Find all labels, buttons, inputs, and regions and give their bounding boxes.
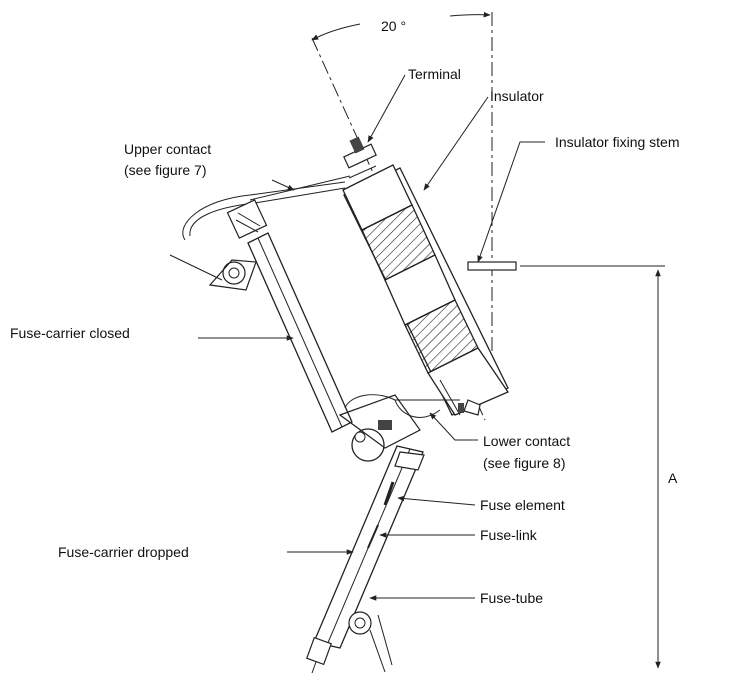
fuse-link-mark [367, 524, 379, 549]
insulator-fixing-stem-leader [477, 141, 545, 263]
angle-arc [311, 23, 361, 41]
insulator [342, 164, 509, 416]
upper-contact-ref-label: (see figure 7) [124, 162, 206, 178]
upper-contact-leader [271, 179, 295, 191]
insulator-shed-3 [427, 347, 509, 416]
insulator-fixing-stem [467, 261, 517, 271]
fuse-carrier-dropped-label: Fuse-carrier dropped [58, 544, 189, 560]
fuse-carrier-closed [247, 232, 353, 433]
upper-contact [182, 175, 351, 241]
upper-hook [169, 254, 257, 291]
insulator-label: Insulator [490, 88, 544, 104]
terminal [343, 136, 377, 179]
terminal-leader [367, 74, 406, 143]
fuse-element-leader [397, 495, 476, 506]
insulator-leader [423, 96, 489, 191]
insulator-fixing-stem-label: Insulator fixing stem [555, 134, 680, 150]
fuse-tube-label: Fuse-tube [480, 590, 543, 606]
upper-contact-label: Upper contact [124, 141, 211, 157]
dimension-a [520, 265, 665, 669]
lower-contact-label: Lower contact [483, 433, 570, 449]
lower-contact-leader [429, 412, 478, 441]
angle-arc-right [449, 11, 491, 18]
fuse-carrier-closed-label: Fuse-carrier closed [10, 325, 130, 341]
fuse-link-label: Fuse-link [480, 527, 538, 543]
fuse-carrier-dropped [306, 445, 425, 673]
fuse-element-label: Fuse element [480, 497, 565, 513]
dimension-a-label: A [668, 470, 678, 486]
lower-contact-ref-label: (see figure 8) [483, 455, 565, 471]
fuse-element-mark [383, 481, 395, 506]
terminal-label: Terminal [408, 66, 461, 82]
angle-label: 20 ° [381, 18, 406, 34]
